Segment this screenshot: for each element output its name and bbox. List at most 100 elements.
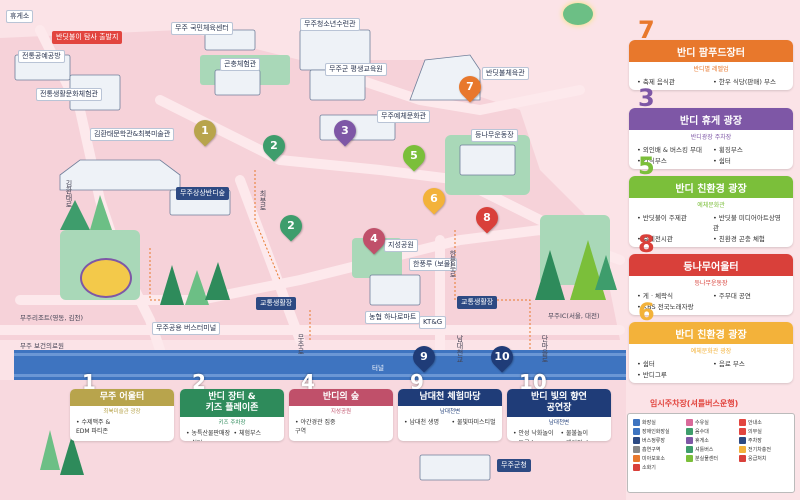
legend-icon bbox=[739, 428, 746, 435]
legend-label: 응급처치 bbox=[748, 456, 767, 462]
zone-item: 쉼터 bbox=[713, 155, 785, 165]
map-pin-1[interactable]: 1 bbox=[189, 115, 221, 147]
map-pin-8[interactable]: 8 bbox=[471, 202, 503, 234]
pin-number: 5 bbox=[410, 149, 418, 162]
zone-card[interactable]: 반디 친환경 광장예체문화관반딧불이 주제관반딧불 미디어아트상영관축제전시관친… bbox=[629, 176, 793, 247]
zone-location: 지성공원 bbox=[330, 409, 352, 415]
temp-parking-label: 임시주차장(셔틀버스운행) bbox=[650, 399, 739, 408]
legend-icon bbox=[739, 419, 746, 426]
zone-card[interactable]: 등나무어울터등나무운동장게 · 체락식주무대 공연KBS 전국노래자랑 bbox=[629, 254, 793, 315]
legend-item: 의무실 bbox=[739, 428, 789, 435]
pin-number: 2 bbox=[287, 219, 295, 232]
zone-title: 반디 휴게 광장 bbox=[629, 108, 793, 130]
hanpungru-label: 한풍루 (보물) bbox=[409, 258, 457, 271]
pin-number: 7 bbox=[466, 80, 474, 93]
legend-item: 장애인화장실 bbox=[633, 428, 683, 435]
bus-stop-label: 반딧불이 탐사 출발지 bbox=[52, 31, 123, 44]
pin-number: 4 bbox=[370, 232, 378, 245]
map-pin-10[interactable]: 10 bbox=[486, 341, 518, 373]
zone-item: 주무대 공연 bbox=[713, 290, 785, 300]
youth-center-label: 무주청소년수련관 bbox=[300, 18, 360, 31]
zone-item: 간식부스 bbox=[637, 155, 709, 165]
zone-card[interactable]: 남대천 체험마당남대천변남대천 생명물빛따미스티벌 bbox=[398, 389, 502, 441]
zone-title: 반디 친환경 광장 bbox=[629, 176, 793, 198]
legend-item: 주차장 bbox=[739, 437, 789, 444]
zone-item: 반딧불 미디어아트상영관 bbox=[713, 212, 785, 232]
zone-title: 무주 어울터 bbox=[70, 389, 174, 406]
legend-icon bbox=[686, 428, 693, 435]
zone-title: 등나무어울터 bbox=[629, 254, 793, 276]
map-pin-2[interactable]: 2 bbox=[275, 210, 307, 242]
legend-item: 수유실 bbox=[686, 419, 736, 426]
tunnel-label: 터널 bbox=[372, 364, 384, 372]
pin-number: 9 bbox=[420, 350, 428, 363]
zone-item: 야간경관 집중 구역 bbox=[295, 417, 340, 435]
bandi-sup-label: 무주상상반디숲 bbox=[176, 187, 230, 200]
legend-item: 분실물센터 bbox=[686, 455, 736, 462]
zone-location: 반디별 레벨업 bbox=[693, 66, 729, 73]
zone-card[interactable]: 반디 빛의 향연 공연장남대천변안성 낙화놀이물불놀이드론쇼레이저 쇼 bbox=[507, 389, 611, 441]
legend-label: 화장실 bbox=[642, 420, 656, 426]
zone-location: 남대천변 bbox=[548, 420, 570, 426]
zone-location: 키즈 주차장 bbox=[218, 420, 246, 426]
map-pin-9[interactable]: 9 bbox=[408, 341, 440, 373]
pin-number: 3 bbox=[341, 124, 349, 137]
legend-icon bbox=[686, 446, 693, 453]
legend-item: 응급처치 bbox=[739, 455, 789, 462]
farm-coop-label: 농협 하나로마트 bbox=[365, 311, 421, 324]
zone-number: 7 bbox=[638, 16, 655, 44]
pin-number: 1 bbox=[201, 124, 209, 137]
map-pin-2[interactable]: 2 bbox=[258, 130, 290, 162]
map-pin-5[interactable]: 5 bbox=[398, 140, 430, 172]
legend-item: 셔틀버스 bbox=[686, 446, 736, 453]
legend-label: 안내소 bbox=[748, 420, 762, 426]
legend-label: 주차장 bbox=[748, 438, 762, 444]
road-muju: 무주로 bbox=[297, 334, 305, 355]
parking-lot2-label: 교통생활장 bbox=[457, 296, 498, 309]
zone-number: 5 bbox=[638, 152, 655, 180]
zone-item: 농특산물판매장 bbox=[186, 428, 231, 437]
zone-item: 축제 음식관 bbox=[637, 76, 709, 86]
zone-item: 게 · 체락식 bbox=[637, 290, 709, 300]
map-pin-7[interactable]: 7 bbox=[454, 71, 486, 103]
road-west: 무주리조트(영동, 김천) bbox=[20, 314, 84, 322]
firefly-mascot-icon bbox=[80, 258, 132, 298]
map-pin-4[interactable]: 4 bbox=[358, 223, 390, 255]
zone-card[interactable]: 반디의 숲지성공원야간경관 집중 구역 bbox=[289, 389, 393, 441]
citizen-sports-label: 무주 국민체육센터 bbox=[171, 22, 233, 35]
legend-label: 음수대 bbox=[695, 429, 709, 435]
map-pin-3[interactable]: 3 bbox=[329, 115, 361, 147]
zone-item: 레이저 쇼 bbox=[561, 438, 606, 441]
pin-number: 6 bbox=[430, 192, 438, 205]
zone-number: 6 bbox=[638, 298, 655, 326]
legend-item: 전기차충전 bbox=[739, 446, 789, 453]
zone-location: 반디광장 주차장 bbox=[690, 134, 732, 141]
zone-item: 물불놀이 bbox=[561, 428, 606, 437]
zone-item: 음료 부스 bbox=[713, 358, 785, 368]
ktg-label: KT&G bbox=[419, 316, 447, 329]
bus-terminal-label: 무주공용 버스터미널 bbox=[152, 322, 221, 335]
jiseong-park-label: 지성공원 bbox=[384, 239, 418, 252]
map-pin-6[interactable]: 6 bbox=[418, 183, 450, 215]
legend-label: 소화기 bbox=[642, 465, 656, 471]
zone-title: 반디 팜푸드장터 bbox=[629, 40, 793, 62]
zone-item: 드론쇼 bbox=[513, 438, 558, 441]
zone-item: 외인배 & 버스킹 무대 bbox=[637, 144, 709, 154]
legend-label: 장애인화장실 bbox=[642, 429, 670, 435]
legend-item: 버스정류장 bbox=[633, 437, 683, 444]
kimhwan-label: 김환태문학관&최북미술관 bbox=[90, 128, 175, 141]
legend-icon bbox=[633, 446, 640, 453]
tradition-culture-label: 전통생활문화체험관 bbox=[36, 88, 102, 101]
legend-label: 휴게소 bbox=[695, 438, 709, 444]
firefly-mascot-icon bbox=[563, 3, 593, 25]
legend-label: 전기차충전 bbox=[748, 447, 772, 453]
zone-number: 8 bbox=[638, 230, 655, 258]
legend-label: 의무실 bbox=[748, 429, 762, 435]
zone-location: 남대천변 bbox=[439, 409, 461, 415]
